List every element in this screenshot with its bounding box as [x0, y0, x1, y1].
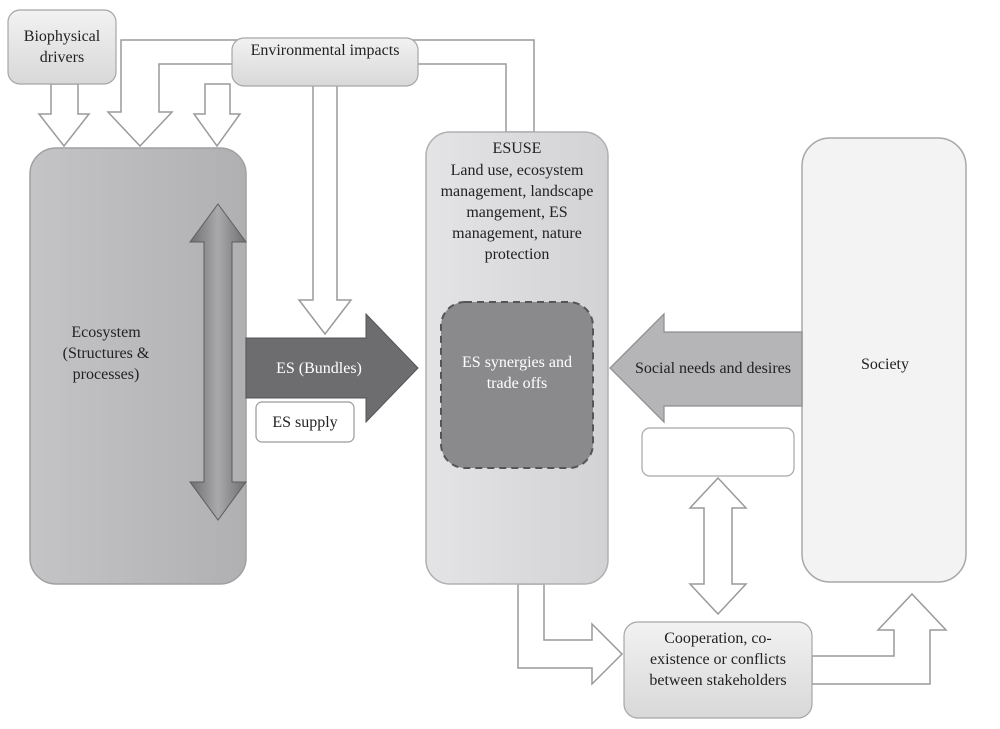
environmental-impacts-label: Environmental impacts: [250, 42, 400, 59]
society-label: Society: [861, 356, 909, 373]
ecosystem-label: Ecosystem (Structures & processes): [62, 324, 150, 383]
es-synergies-box: [440, 301, 594, 469]
social-needs-arrow: [609, 312, 803, 424]
drivers-down-arrow: [37, 83, 91, 148]
es-bundles-label: ES (Bundles): [276, 360, 362, 377]
impacts-down-arrow-long: [297, 83, 353, 336]
es-supply-box: [255, 401, 355, 443]
demand-cooperation-double-arrow: [688, 476, 748, 616]
environmental-impacts-box: [231, 37, 419, 87]
biophysical-drivers-label: Biophysical drivers: [23, 28, 101, 66]
es-supply-label: ES supply: [272, 414, 338, 431]
esuse-to-cooperation-arrow: [517, 583, 624, 686]
cooperation-to-society-arrow: [811, 592, 948, 685]
cooperation-box: [623, 621, 813, 719]
esuse-title: ESUSE: [492, 140, 542, 157]
ecosystem-vertical-arrow: [189, 203, 247, 521]
impacts-down-arrow-left: [192, 83, 242, 148]
es-synergies-label: ES synergies and trade offs: [462, 354, 572, 392]
cooperation-label: Cooperation, co-existence or conflicts b…: [649, 630, 787, 689]
biophysical-drivers-box: [7, 9, 117, 85]
esuse-body: Land use, ecosystem management, landscap…: [440, 162, 594, 263]
social-needs-label: Social needs and desires: [635, 360, 791, 377]
es-demand-box: [641, 427, 795, 477]
es-bundles-arrow: [245, 312, 419, 424]
